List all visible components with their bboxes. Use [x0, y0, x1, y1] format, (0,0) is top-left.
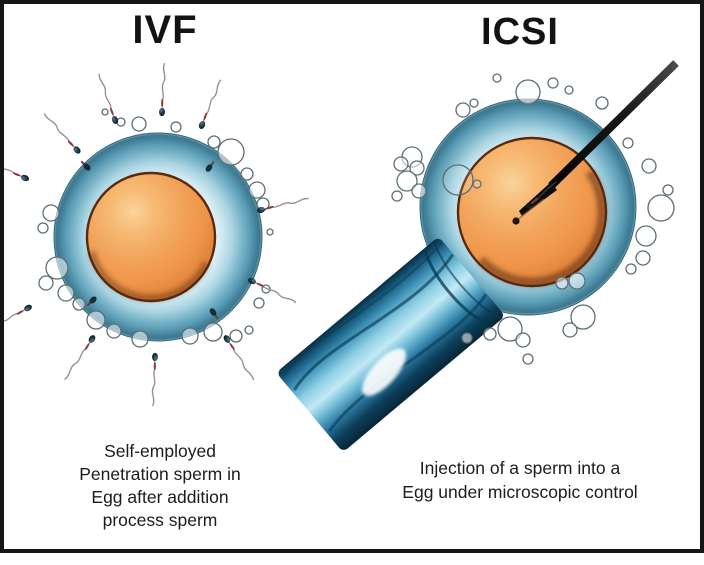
sperm-icon: [256, 197, 309, 214]
bubble-icon: [641, 158, 657, 174]
bubble-icon: [469, 98, 479, 108]
bubble-icon: [266, 228, 274, 236]
bubble-icon: [116, 117, 126, 127]
bubble-icon: [515, 79, 541, 105]
attached-sperm-head-icon: [80, 160, 91, 171]
bubble-icon: [647, 194, 675, 222]
bubble-icon: [203, 322, 223, 342]
icsi-bubbles-group: [391, 73, 675, 365]
attached-sperm-head-icon: [86, 296, 97, 307]
bubble-icon: [595, 96, 609, 110]
bubble-icon: [248, 181, 266, 199]
sperm-icon: [0, 156, 30, 182]
bubble-icon: [170, 121, 182, 133]
sperm-icon: [198, 79, 222, 130]
bubble-icon: [662, 184, 674, 196]
sperm-icon: [151, 352, 158, 407]
bubble-icon: [181, 327, 199, 345]
ivf-title: IVF: [132, 8, 198, 52]
bubble-icon: [515, 332, 531, 348]
sperm-icon: [223, 335, 255, 381]
bubble-icon: [86, 310, 106, 330]
bubble-icon: [244, 325, 254, 335]
bubble-icon: [409, 160, 425, 176]
holding-pipette-icon: [278, 238, 503, 450]
sperm-in-needle: [526, 181, 557, 209]
ivf-yolk-shadow: [86, 172, 216, 302]
bubble-icon: [492, 73, 502, 83]
bubble-icon: [38, 275, 54, 291]
ivf-caption-line: Self-employed: [104, 441, 216, 461]
icsi-yolk-shadow: [457, 137, 607, 287]
sperm-icon: [43, 113, 81, 154]
bubble-icon: [472, 179, 482, 189]
bubble-icon: [42, 204, 60, 222]
sperm-icon: [159, 62, 166, 117]
bubble-icon: [253, 297, 265, 309]
injection-needle-icon: [512, 60, 679, 225]
bubble-icon: [217, 138, 245, 166]
bubble-icon: [131, 330, 149, 348]
ivf-caption: Self-employed Penetration sperm in Egg a…: [36, 440, 284, 532]
bubble-icon: [635, 250, 651, 266]
bubble-icon: [106, 323, 122, 339]
bubble-icon: [555, 276, 569, 290]
bubble-icon: [564, 85, 574, 95]
bubble-icon: [411, 183, 427, 199]
icsi-caption-line: Injection of a sperm into a: [419, 458, 621, 478]
bubble-icon: [568, 272, 586, 290]
bubble-icon: [391, 190, 403, 202]
bubble-icon: [455, 102, 471, 118]
pipette-highlight: [362, 348, 407, 396]
bubble-icon: [442, 164, 474, 196]
sperm-icon: [64, 335, 96, 380]
bubble-icon: [229, 329, 243, 343]
bubble-icon: [45, 256, 69, 280]
bubble-icon: [497, 316, 523, 342]
bubble-icon: [562, 322, 578, 338]
bubble-icon: [101, 108, 109, 116]
ivf-caption-line: Egg after addition: [91, 487, 229, 507]
ivf-caption-line: process sperm: [102, 510, 218, 530]
ivf-bubbles-group: [37, 108, 274, 348]
sperm-icon: [98, 73, 119, 125]
ivf-caption-line: Penetration sperm in: [79, 464, 241, 484]
bubble-icon: [37, 222, 49, 234]
icsi-title: ICSI: [481, 11, 559, 53]
bubble-icon: [522, 353, 534, 365]
bubble-icon: [461, 332, 473, 344]
icsi-caption-line: Egg under microscopic control: [402, 482, 638, 502]
bubble-icon: [622, 137, 634, 149]
bubble-icon: [72, 297, 86, 311]
bubble-icon: [570, 304, 596, 330]
icsi-caption: Injection of a sperm into a Egg under mi…: [352, 456, 688, 504]
bubble-icon: [635, 225, 657, 247]
injection-spot: [512, 217, 520, 225]
ivf-egg-cell: [53, 132, 263, 342]
bubble-icon: [396, 170, 418, 192]
attached-sperm-head-icon: [205, 160, 215, 172]
bubble-icon: [393, 156, 409, 172]
ivf-attached-sperm-heads: [80, 160, 219, 320]
ivf-sperm-group: [0, 62, 309, 407]
bubble-icon: [207, 135, 221, 149]
attached-sperm-head-icon: [209, 308, 219, 320]
bubble-icon: [131, 116, 147, 132]
bubble-icon: [547, 77, 559, 89]
bubble-icon: [625, 263, 637, 275]
sperm-icon: [248, 277, 297, 304]
bubble-icon: [57, 284, 75, 302]
bubble-icon: [483, 327, 497, 341]
sperm-icon: [0, 304, 32, 332]
bubble-icon: [240, 167, 254, 181]
